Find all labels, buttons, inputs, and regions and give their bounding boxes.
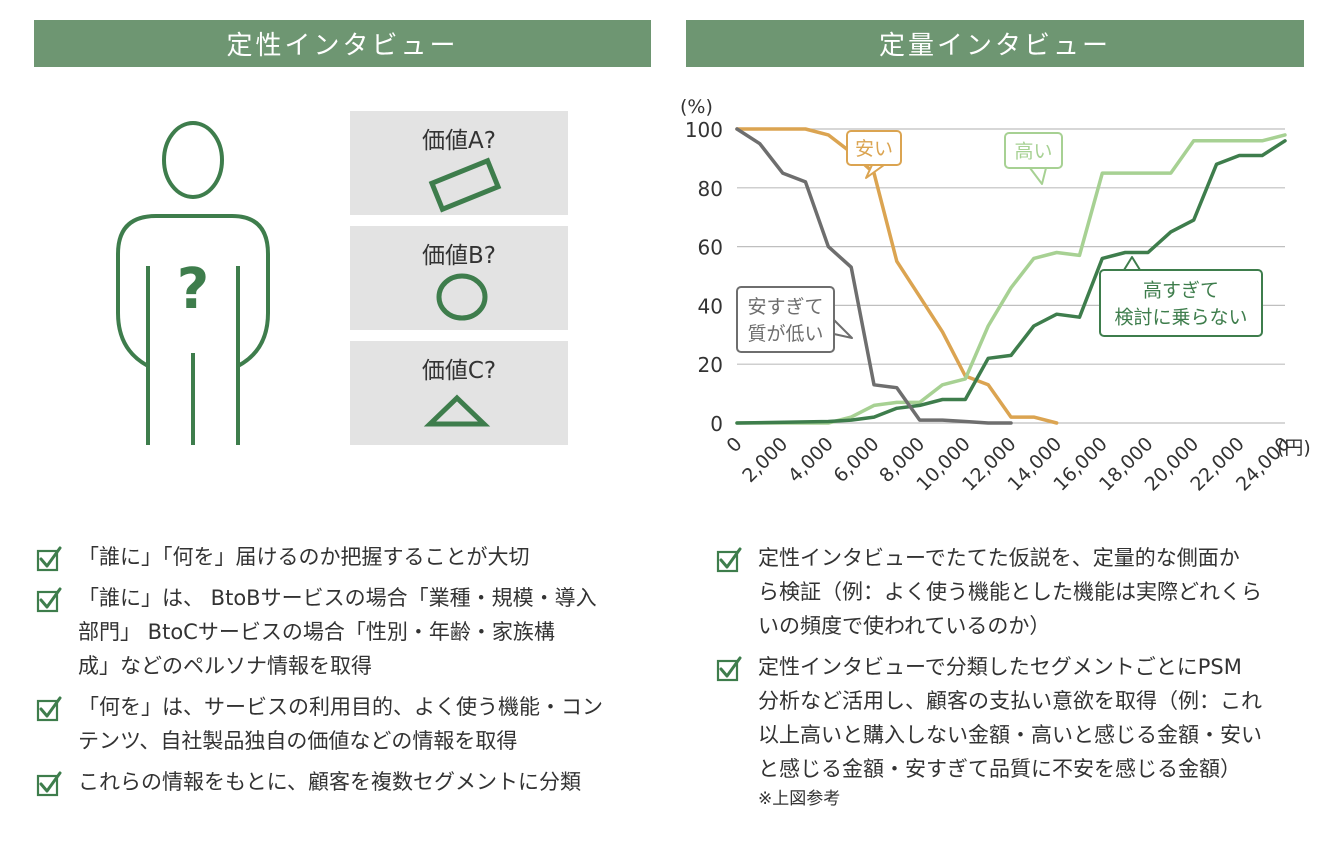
checklist-item: 「誰に」「何を」届けるのか把握することが大切 bbox=[36, 540, 636, 574]
value-b-box: 価値B? bbox=[350, 226, 568, 330]
qualitative-checklist: 「誰に」「何を」届けるのか把握することが大切「誰に」は、 BtoBサービスの場合… bbox=[36, 540, 636, 806]
person-icon: ? bbox=[116, 121, 270, 445]
qualitative-header: 定性インタビュー bbox=[34, 20, 651, 67]
checkbox-check-icon bbox=[36, 546, 62, 572]
callout-label: 安すぎて bbox=[747, 296, 823, 318]
question-mark-icon: ? bbox=[177, 257, 209, 322]
checklist-item: 定性インタビューでたてた仮説を、定量的な側面から検証（例：よく使う機能とした機能… bbox=[716, 541, 1316, 643]
series-line bbox=[735, 127, 1013, 425]
checklist-item-text: 部門」 BtoCサービスの場合「性別・年齢・家族構 bbox=[78, 620, 555, 644]
series-line bbox=[735, 139, 1287, 425]
value-a-label: 価値A? bbox=[422, 128, 496, 154]
y-tick-label: 60 bbox=[698, 236, 723, 260]
x-tick-label: 2,000 bbox=[738, 433, 792, 487]
callout-pointer bbox=[833, 319, 853, 339]
checkbox-check-icon bbox=[36, 587, 62, 613]
checklist-item: 「誰に」は、 BtoBサービスの場合「業種・規模・導入部門」 BtoCサービスの… bbox=[36, 581, 636, 683]
value-c-label: 価値C? bbox=[421, 358, 497, 384]
checklist-item-text: ら検証（例：よく使う機能とした機能は実際どれくら bbox=[758, 580, 1262, 604]
y-tick-label: 80 bbox=[698, 177, 723, 201]
rectangle-icon bbox=[428, 157, 502, 213]
quantitative-header-title: 定量インタビュー bbox=[878, 31, 1111, 61]
checklist-item-text: 成」などのペルソナ情報を取得 bbox=[78, 654, 372, 678]
checkbox-check-icon bbox=[716, 547, 742, 573]
y-tick-label: 40 bbox=[698, 294, 723, 318]
callout-pointer bbox=[1029, 167, 1047, 185]
callout-label: 高すぎて bbox=[1143, 280, 1219, 302]
checklist-item-text: テンツ、自社製品独自の価値などの情報を取得 bbox=[78, 729, 518, 753]
series-line bbox=[735, 127, 1059, 425]
checklist-item-text: 定性インタビューでたてた仮説を、定量的な側面か bbox=[758, 546, 1240, 570]
callout-box bbox=[1099, 269, 1263, 337]
checklist-item-text: いの頻度で使われているのか） bbox=[758, 614, 1051, 638]
checklist-item-text: と感じる金額・安すぎて品質に不安を感じる金額） bbox=[758, 757, 1241, 781]
callout-pointer bbox=[865, 164, 885, 179]
psm-chart: 020406080100(%)02,0004,0006,0008,00010,0… bbox=[680, 96, 1311, 496]
checklist-item-text: 「誰に」「何を」届けるのか把握することが大切 bbox=[78, 545, 530, 569]
y-tick-label: 20 bbox=[698, 353, 723, 377]
checklist-item: これらの情報をもとに、顧客を複数セグメントに分類 bbox=[36, 765, 636, 799]
x-axis-unit: (円) bbox=[1277, 437, 1311, 459]
callout-label: 質が低い bbox=[747, 323, 823, 345]
checklist-item-text: 以上高いと購入しない金額・高いと感じる金額・安い bbox=[758, 723, 1262, 747]
checklist-item: 「何を」は、サービスの利用目的、よく使う機能・コンテンツ、自社製品独自の価値など… bbox=[36, 690, 636, 758]
checklist-item: 定性インタビューで分類したセグメントごとにPSM 分析など活用し、顧客の支払い意欲… bbox=[716, 650, 1316, 812]
callout-label: 検討に乗らない bbox=[1114, 307, 1247, 329]
qualitative-header-title: 定性インタビュー bbox=[226, 31, 459, 61]
checklist-item-text: 分析など活用し、顧客の支払い意欲を取得（例：これ bbox=[758, 689, 1262, 713]
series-line bbox=[735, 133, 1287, 425]
x-tick-label: 4,000 bbox=[784, 433, 838, 487]
callout-label: 高い bbox=[1014, 141, 1052, 163]
quantitative-checklist: 定性インタビューでたてた仮説を、定量的な側面から検証（例：よく使う機能とした機能… bbox=[716, 541, 1316, 819]
checkbox-check-icon bbox=[36, 696, 62, 722]
checklist-item-text: 「誰に」は、 BtoBサービスの場合「業種・規模・導入 bbox=[78, 586, 597, 610]
x-tick-label: 0 bbox=[722, 433, 746, 457]
y-axis-label: (%) bbox=[680, 96, 713, 118]
y-tick-label: 0 bbox=[710, 412, 723, 436]
value-c-box: 価値C? bbox=[350, 341, 568, 445]
value-a-box: 価値A? bbox=[350, 111, 568, 215]
triangle-icon bbox=[423, 394, 491, 427]
callout-pointer bbox=[1123, 256, 1141, 271]
x-tick-label: 6,000 bbox=[830, 433, 884, 487]
checklist-item-text: 「何を」は、サービスの利用目的、よく使う機能・コン bbox=[78, 695, 603, 719]
reference-note: ※上図参考 bbox=[758, 789, 841, 809]
quantitative-header: 定量インタビュー bbox=[686, 20, 1304, 67]
checkbox-check-icon bbox=[36, 771, 62, 797]
y-tick-label: 100 bbox=[685, 118, 723, 142]
value-b-label: 価値B? bbox=[422, 243, 496, 269]
circle-icon bbox=[436, 273, 488, 321]
checklist-item-text: 定性インタビューで分類したセグメントごとにPSM bbox=[758, 655, 1242, 679]
callout-label: 安い bbox=[855, 138, 893, 160]
checkbox-check-icon bbox=[716, 656, 742, 682]
checklist-item-text: これらの情報をもとに、顧客を複数セグメントに分類 bbox=[78, 770, 581, 794]
